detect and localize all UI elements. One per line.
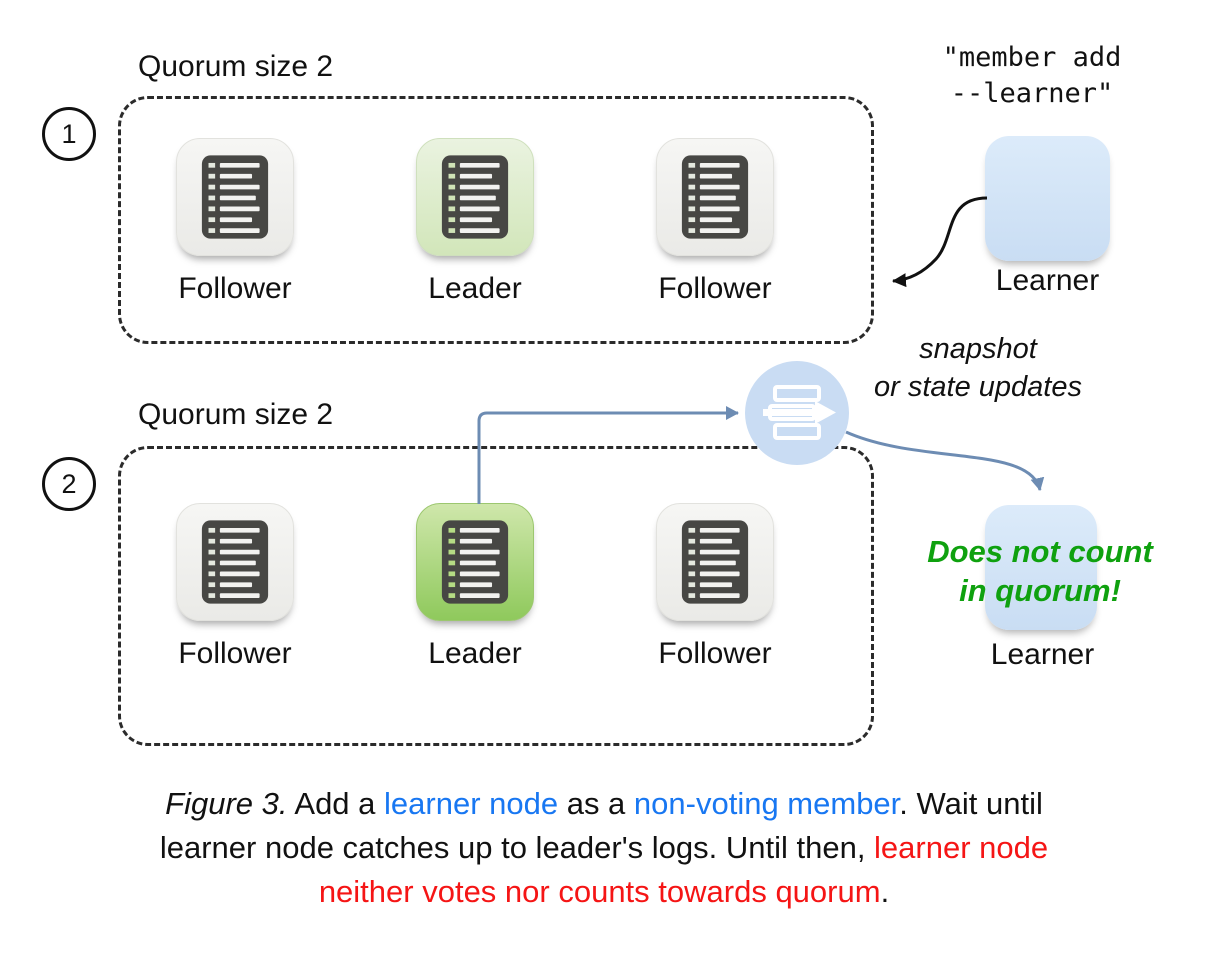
node-leader-2: Leader — [375, 503, 575, 671]
learner-label-1: Learner — [995, 264, 1100, 297]
caption-segment: as a — [558, 786, 634, 821]
caption-segment: Figure 3. — [165, 786, 288, 821]
step-2-badge: 2 — [42, 457, 96, 511]
node-role-label: Follower — [178, 637, 292, 670]
quorum-label-2: Quorum size 2 — [138, 398, 334, 431]
learner-tile-1 — [985, 136, 1110, 261]
step-1-badge: 1 — [42, 107, 96, 161]
caption-segment: neither votes nor counts towards quorum — [318, 874, 881, 910]
caption-segment: learner node — [874, 830, 1049, 866]
caption-segment: . Wait until — [899, 786, 1043, 821]
caption-segment: . — [880, 874, 890, 910]
learner-label-2: Learner — [990, 638, 1095, 671]
caption-segment: Add a — [287, 786, 385, 821]
node-follower-1b: Follower — [615, 138, 815, 306]
cluster-box-1 — [118, 96, 874, 344]
log-icon — [201, 520, 269, 604]
node-role-label: Follower — [178, 272, 292, 305]
quorum-note: Does not count in quorum! — [900, 533, 1180, 611]
snapshot-transfer-icon — [745, 361, 849, 465]
caption-line-1: Figure 3. Add a learner node as a non-vo… — [0, 782, 1208, 826]
caption-line-3: neither votes nor counts towards quorum. — [0, 870, 1208, 914]
node-role-label: Follower — [658, 637, 772, 670]
learner-tile-2 — [985, 505, 1097, 630]
log-copy-icon — [763, 385, 836, 440]
quorum-note-line-2: in quorum! — [959, 572, 1121, 608]
log-icon — [681, 155, 749, 239]
caption-segment: learner node catches up to leader's logs… — [159, 830, 875, 866]
node-role-label: Leader — [428, 637, 522, 670]
node-tile — [656, 138, 774, 256]
node-role-label: Follower — [658, 272, 772, 305]
log-icon — [201, 155, 269, 239]
node-tile — [416, 138, 534, 256]
log-icon — [441, 520, 509, 604]
command-line-1: "member add — [942, 42, 1122, 73]
caption-segment: learner node — [384, 786, 559, 821]
node-leader-1: Leader — [375, 138, 575, 306]
member-add-command: "member add --learner" — [882, 40, 1182, 113]
node-tile — [656, 503, 774, 621]
snapshot-annotation-line-2: or state updates — [874, 370, 1082, 403]
log-icon — [441, 155, 509, 239]
figure-caption: Figure 3. Add a learner node as a non-vo… — [0, 782, 1208, 914]
arrow-snapshot-to-learner — [845, 430, 1045, 491]
snapshot-annotation: snapshot or state updates — [828, 331, 1128, 406]
node-tile — [176, 503, 294, 621]
caption-line-2: learner node catches up to leader's logs… — [0, 826, 1208, 870]
node-tile — [416, 503, 534, 621]
caption-segment: non-voting member — [633, 786, 900, 821]
snapshot-annotation-line-1: snapshot — [919, 333, 1037, 365]
node-follower-2b: Follower — [615, 503, 815, 671]
quorum-label-1: Quorum size 2 — [138, 50, 334, 83]
node-follower-2a: Follower — [135, 503, 335, 671]
quorum-note-line-1: Does not count — [927, 534, 1153, 569]
node-follower-1a: Follower — [135, 138, 335, 306]
command-line-2: --learner" — [950, 78, 1114, 110]
node-role-label: Leader — [428, 272, 522, 305]
node-tile — [176, 138, 294, 256]
log-icon — [681, 520, 749, 604]
